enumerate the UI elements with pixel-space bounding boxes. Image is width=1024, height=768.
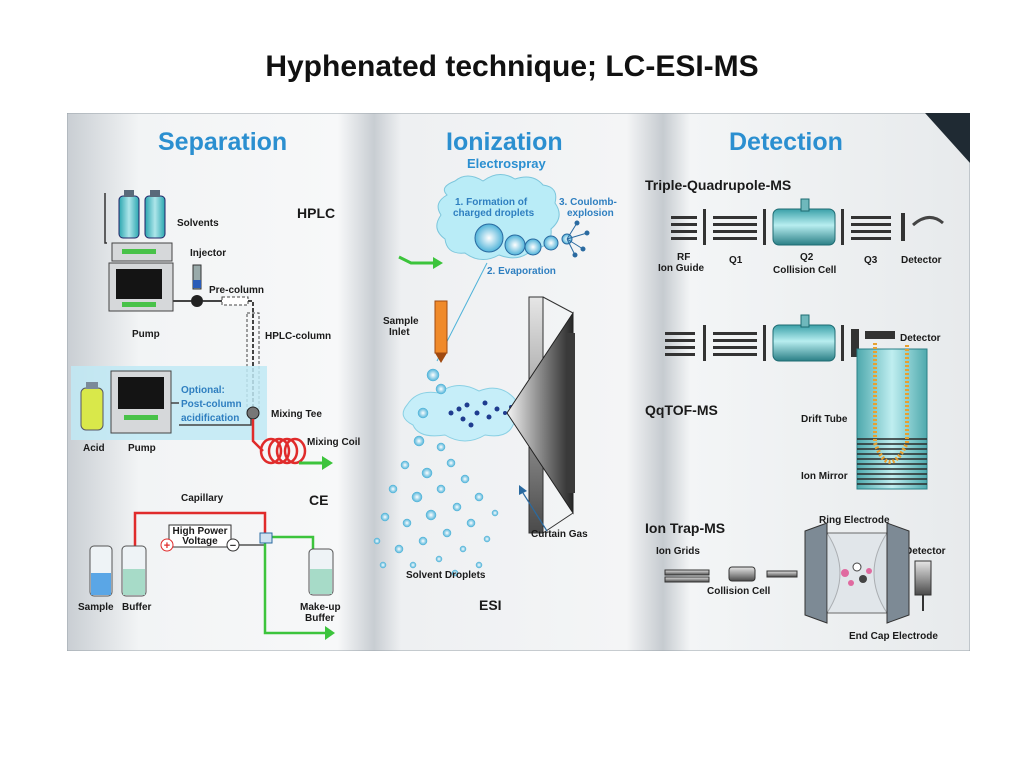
end-cap-label: End Cap Electrode [849, 631, 938, 642]
mixing-tee-icon [246, 406, 260, 420]
capillary-needle-icon [434, 300, 448, 354]
hplc-label: HPLC [297, 205, 335, 221]
solvents-label: Solvents [177, 218, 219, 229]
q3-label: Q3 [864, 255, 878, 266]
detector-icon [912, 216, 944, 227]
section-ionization-sub: Electrospray [467, 156, 547, 171]
section-detection: Detection [729, 128, 843, 156]
sample-label: Sample [78, 602, 114, 613]
hplc-system: Solvents HPLC Injector Pre-column Pump H… [104, 190, 335, 414]
esi-label: ESI [479, 597, 502, 613]
injector-label: Injector [190, 248, 226, 259]
section-ionization: Ionization [446, 128, 563, 156]
hplc-column-label: HPLC-column [265, 331, 331, 342]
qqtof: Detector QqTOF-MS Drift Tube Ion Mirror [645, 314, 941, 490]
slide-title: Hyphenated technique; LC-ESI-MS [265, 50, 759, 83]
mixing-tee-label: Mixing Tee [271, 409, 322, 420]
post-column-acidification: Optional: Post-column acidification Acid… [71, 366, 267, 454]
makeup-buffer-label: Buffer [305, 613, 335, 624]
injector-icon [192, 264, 202, 290]
high-power-voltage-box [168, 524, 232, 548]
solvent-bottle-icon [118, 195, 140, 239]
lc-esi-ms-diagram: Separation Ionization Electrospray Detec… [67, 113, 970, 651]
ce-system: Capillary CE High Power Voltage + − Samp… [78, 492, 341, 640]
ion-grids-label: Ion Grids [656, 546, 700, 557]
collision-cell-icon [772, 198, 836, 246]
minus-sign: − [230, 540, 236, 552]
step3b-label: explosion [567, 208, 614, 219]
optional-label: Optional: [181, 385, 225, 396]
trap-title: Ion Trap-MS [645, 520, 725, 536]
high-power-label: High Power [172, 526, 227, 537]
plus-sign: + [164, 540, 170, 552]
detector3-label: Detector [905, 546, 946, 557]
esi-source: 1. Formation of charged droplets 3. Coul… [373, 174, 617, 613]
step1a-label: 1. Formation of [455, 197, 528, 208]
acidification-label: acidification [181, 413, 239, 424]
ion-guide-label: Ion Guide [658, 263, 705, 274]
quadrupole-q3-icon [851, 216, 891, 240]
post-column-label: Post-column [181, 399, 242, 410]
step2-label: 2. Evaporation [487, 266, 556, 277]
sample-inlet-arrow [433, 257, 443, 269]
pre-column-label: Pre-column [209, 285, 264, 296]
quadrupole-icon [713, 216, 757, 240]
qqtof-title: QqTOF-MS [645, 402, 718, 418]
makeup-label: Make-up [300, 602, 341, 613]
solvent-bottle-icon [144, 195, 166, 239]
acid-label: Acid [83, 443, 105, 454]
cone-icon [506, 296, 575, 534]
injector-valve-icon [191, 295, 203, 307]
solvent-droplets [373, 368, 499, 577]
step3a-label: 3. Coulomb- [559, 197, 617, 208]
detector3-icon [914, 560, 932, 596]
ion-trap: Ion Trap-MS Ring Electrode Ion Grids Det… [645, 515, 946, 642]
ce-label: CE [309, 492, 328, 508]
rf-label: RF [677, 252, 690, 263]
detector-label: Detector [901, 255, 942, 266]
drift-tube-label: Drift Tube [801, 414, 848, 425]
q1-label: Q1 [729, 255, 743, 266]
pump2-label: Pump [128, 443, 156, 454]
triple-quadrupole: Triple-Quadrupole-MS RF Ion Guide Q1 Q2 … [645, 177, 944, 276]
buffer-label: Buffer [122, 602, 152, 613]
drift-tube-icon [856, 343, 928, 490]
q2-label: Q2 [800, 252, 814, 263]
detector2-label: Detector [900, 333, 941, 344]
voltage-label: Voltage [182, 536, 218, 547]
collision-cell-label: Collision Cell [773, 265, 837, 276]
ion-mirror-label: Ion Mirror [801, 471, 848, 482]
ion-guide-icon [671, 216, 697, 240]
mixing-coil-icon [259, 437, 307, 465]
pre-column-icon [221, 296, 249, 306]
ion-trap-icon [804, 522, 910, 624]
step1b-label: charged droplets [453, 208, 535, 219]
section-separation: Separation [158, 128, 287, 156]
sample-inlet-label-2: Inlet [389, 327, 410, 338]
tq-title: Triple-Quadrupole-MS [645, 177, 791, 193]
ring-electrode-label: Ring Electrode [819, 515, 890, 526]
solvent-droplets-label: Solvent Droplets [406, 570, 486, 581]
mixing-coil-label: Mixing Coil [307, 437, 361, 448]
capillary-label: Capillary [181, 493, 224, 504]
collision-cell2-label: Collision Cell [707, 586, 771, 597]
pump-label: Pump [132, 329, 160, 340]
mixing-section: Mixing Tee Mixing Coil [246, 406, 361, 470]
curtain-gas-label: Curtain Gas [531, 529, 588, 540]
droplet-icon [474, 223, 573, 256]
sample-inlet-label-1: Sample [383, 316, 419, 327]
